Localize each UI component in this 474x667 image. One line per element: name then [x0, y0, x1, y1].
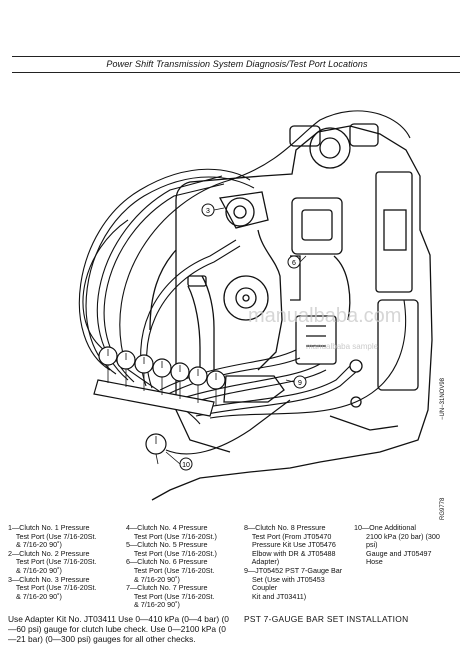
legend-line: 2100 kPa (20 bar) (300	[354, 531, 440, 541]
callout-10: 10	[182, 462, 190, 469]
legend-line: Test Port (Use 7/16-20St.)	[126, 531, 217, 541]
callout-6: 6	[292, 260, 296, 267]
valve-block	[291, 197, 343, 255]
watermark-sub: manualbaba sample	[306, 342, 379, 351]
legend-column-2: 4—Clutch No. 4 Pressure Test Port (Use 7…	[126, 523, 217, 610]
legend-line: 3—Clutch No. 3 Pressure	[8, 574, 90, 584]
legend-line: Test Port (Use 7/16-20St.	[8, 583, 97, 593]
legend-line: 5—Clutch No. 5 Pressure	[126, 540, 208, 550]
legend-line: Pressure Kit Use JT05476	[244, 540, 336, 550]
legend-line: 8—Clutch No. 8 Pressure	[244, 523, 326, 532]
ref-code-bottom: RG9778	[440, 497, 446, 520]
port-housing-left	[225, 197, 255, 227]
pump-top	[309, 127, 351, 169]
legend-line: Test Port (Use 7/16-20St.)	[126, 548, 217, 558]
legend-line: & 7/16-20 90˚)	[126, 600, 180, 610]
callout-3: 3	[206, 208, 210, 215]
header-rule-top	[12, 56, 460, 57]
legend-line: 4—Clutch No. 4 Pressure	[126, 523, 208, 532]
legend-line: 7—Clutch No. 7 Pressure	[126, 583, 208, 593]
legend-line: Gauge and JT05497	[354, 548, 432, 558]
hose-long-right	[209, 299, 407, 419]
clutch-pack	[223, 275, 269, 321]
legend-line: Kit and JT03411)	[244, 591, 307, 601]
legend-line: Hose	[354, 557, 383, 567]
housing-outline	[149, 125, 433, 501]
legend-line: & 7/16-20 90˚)	[8, 540, 62, 550]
callout-9: 9	[298, 380, 302, 387]
legend-line: 6—Clutch No. 6 Pressure	[126, 557, 208, 567]
gauge-usage-note: Use Adapter Kit No. JT03411 Use 0—410 kP…	[8, 614, 229, 645]
legend-line: Test Port (Use 7/16-20St.	[8, 557, 97, 567]
legend-line: & 7/16-20 90˚)	[8, 565, 62, 575]
header-rule-bottom	[12, 72, 460, 73]
figure-caption: PST 7-GAUGE BAR SET INSTALLATION	[244, 614, 409, 624]
legend-line: Adapter)	[244, 557, 280, 567]
legend-line: 9—JT05452 PST 7-Gauge Bar	[244, 565, 343, 575]
hose-1	[78, 168, 251, 371]
legend-line: 2—Clutch No. 2 Pressure	[8, 548, 90, 558]
gauge-bar	[93, 379, 215, 417]
watermark: manualbaba.com	[248, 305, 402, 327]
ref-code-top: −UN−31NOV98	[440, 377, 446, 420]
hose-long-top	[119, 110, 411, 367]
legend-line: 10—One Additional	[354, 523, 416, 532]
legend-line: psi)	[354, 540, 378, 550]
legend-line: Elbow with DR & JT05488	[244, 548, 336, 558]
legend-column-3: 8—Clutch No. 8 Pressure Test Port (From …	[244, 523, 343, 601]
legend-column-4: 10—One Additional 2100 kPa (20 bar) (300…	[354, 523, 440, 567]
legend-line: Set (Use with JT05453	[244, 574, 325, 584]
side-housing	[375, 171, 413, 293]
legend-line: & 7/16-20 90˚)	[8, 591, 62, 601]
legend-line: Test Port (Use 7/16-20St.	[8, 531, 97, 541]
legend-line: Test Port (From JT05470	[244, 531, 332, 541]
hose-gauge-10	[165, 399, 291, 455]
legend-line: Test Port (Use 7/16-20St.	[126, 565, 215, 575]
legend-line: Test Port (Use 7/16-20St.	[126, 591, 215, 601]
legend-column-1: 1—Clutch No. 1 Pressure Test Port (Use 7…	[8, 523, 97, 601]
legend-line: Coupler	[244, 583, 278, 593]
hose-5	[175, 363, 321, 401]
page-title: Power Shift Transmission System Diagnosi…	[106, 59, 368, 69]
transmission-diagram: 3 6 9 10	[78, 110, 433, 501]
legend-line: & 7/16-20 90˚)	[126, 574, 180, 584]
legend-line: 1—Clutch No. 1 Pressure	[8, 523, 90, 532]
